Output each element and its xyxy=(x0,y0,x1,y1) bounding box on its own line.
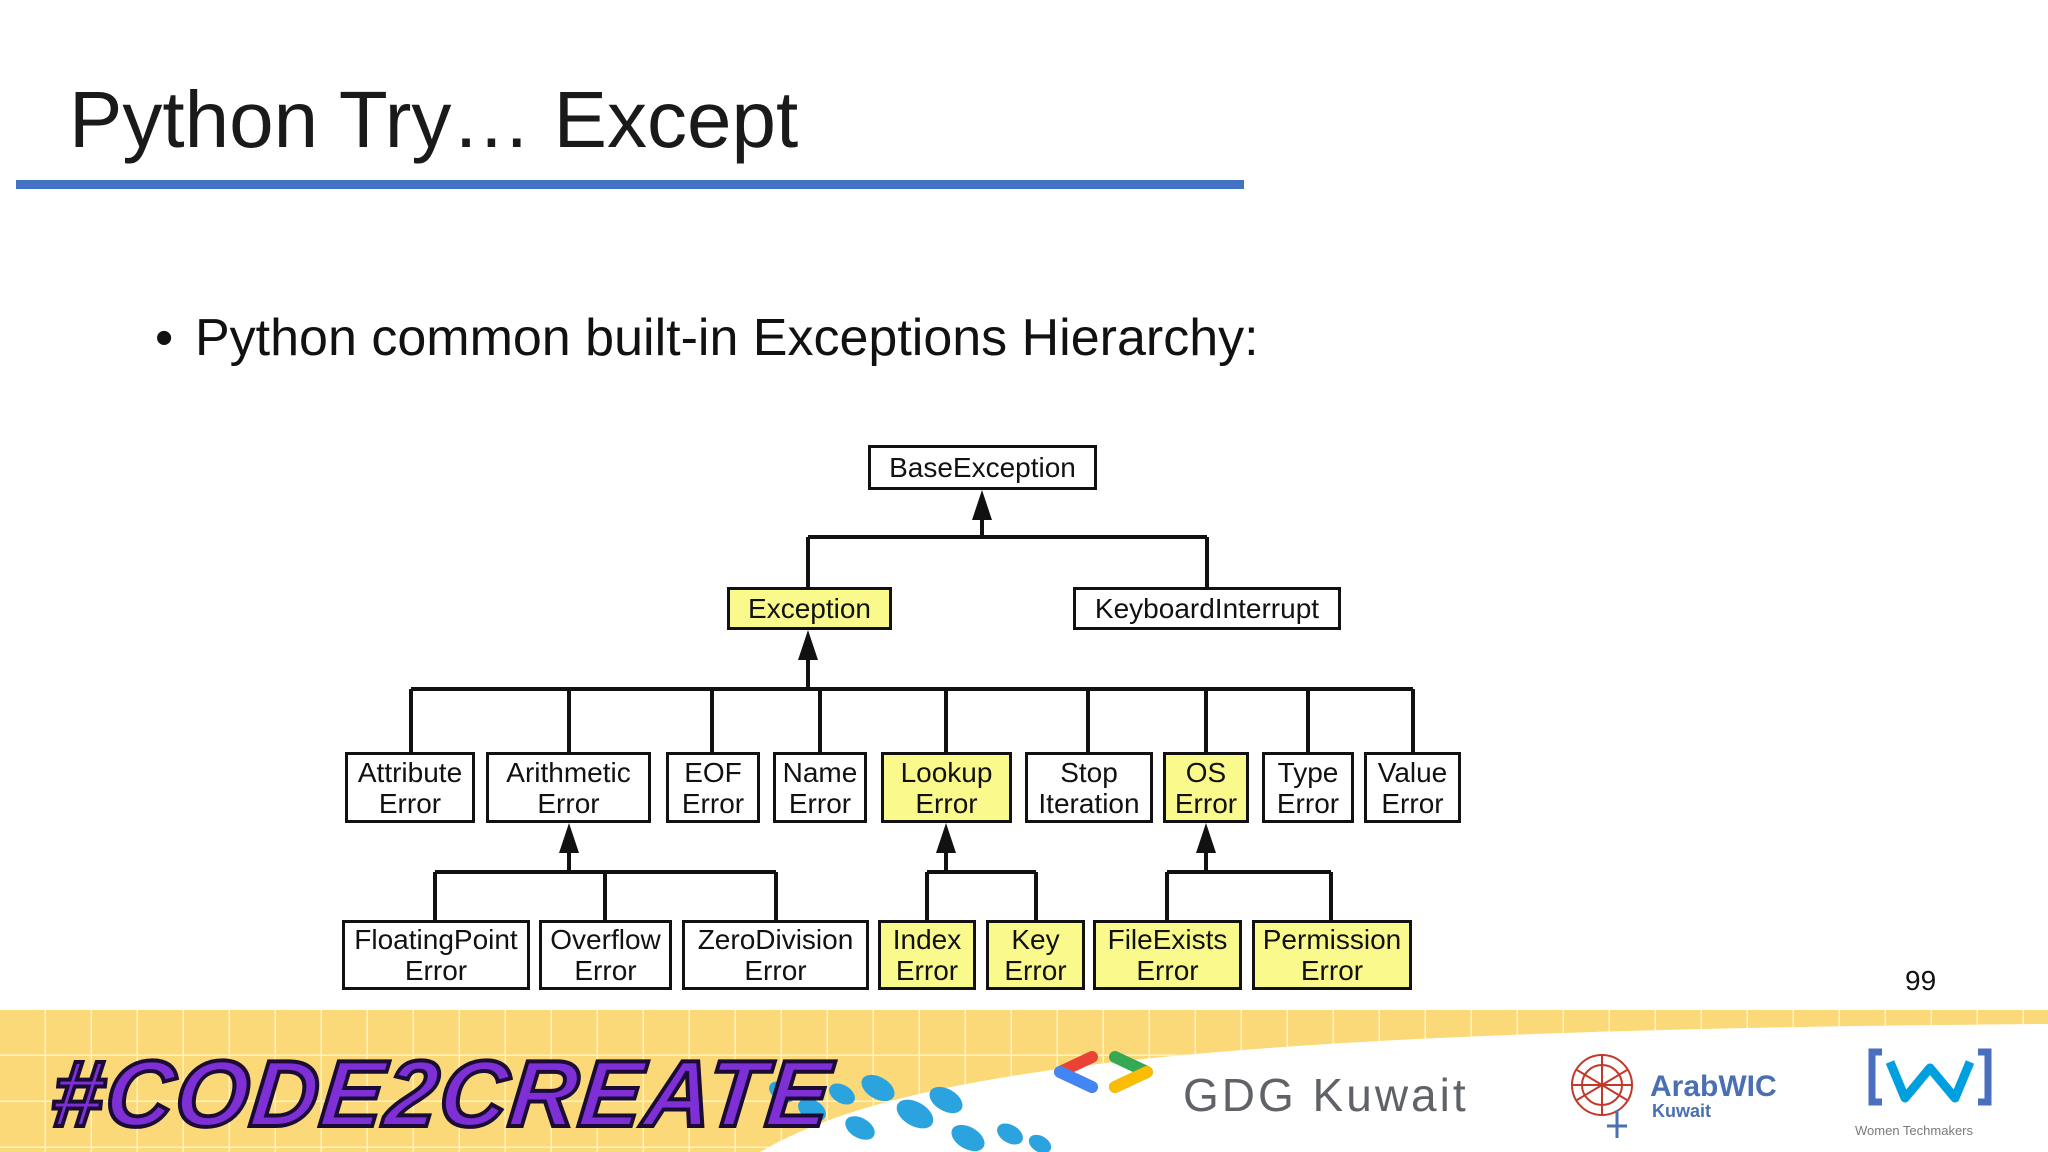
node-base-exception: BaseException xyxy=(868,445,1097,490)
node-label-line1: Overflow xyxy=(550,924,661,955)
node-label-line2: Error xyxy=(378,787,442,819)
bullet-item: • Python common built-in Exceptions Hiera… xyxy=(155,312,1259,364)
arrowhead-icon xyxy=(936,823,956,853)
node-label-line2: Error xyxy=(1381,787,1444,819)
node-keyboard-interrupt: KeyboardInterrupt xyxy=(1073,587,1341,630)
arrowhead-icon xyxy=(1196,823,1216,853)
connector-exception xyxy=(409,660,1415,752)
node-label-line1: Name xyxy=(782,756,858,788)
footer-hashtag: #CODE2CREATE xyxy=(45,1039,840,1148)
connector-arithmetic xyxy=(433,847,778,920)
node-label-line2: Error xyxy=(1136,955,1199,986)
node-label-line1: Arithmetic xyxy=(506,756,631,788)
bullet-text: Python common built-in Exceptions Hierar… xyxy=(195,309,1259,367)
node-label-line1: Permission xyxy=(1262,924,1402,955)
node-label-line2: Error xyxy=(681,787,745,819)
node-label-line2: Iteration xyxy=(1038,787,1140,819)
node-label-line2: Error xyxy=(537,787,600,819)
connector-lookup xyxy=(925,847,1038,920)
node-label-line2: Error xyxy=(1004,955,1067,986)
node-label-line2: Error xyxy=(574,955,637,986)
arrowhead-icon xyxy=(972,490,992,520)
slide-title: Python Try… Except xyxy=(69,75,799,164)
women-techmakers-logo-icon xyxy=(1868,1048,1992,1106)
node-label-line2: Error xyxy=(744,955,807,986)
footer-banner xyxy=(0,1010,2048,1152)
node-label: KeyboardInterrupt xyxy=(1094,593,1320,624)
node-label-line2: Error xyxy=(895,955,959,986)
node-label-line2: Error xyxy=(788,787,852,819)
node-label-line1: FileExists xyxy=(1107,924,1228,955)
node-label-line1: OS xyxy=(1185,756,1227,788)
arrowhead-icon xyxy=(559,823,579,853)
node-exception: Exception xyxy=(727,587,892,630)
arabwic-name: ArabWIC xyxy=(1650,1070,1777,1103)
node-label-line1: FloatingPoint xyxy=(354,924,518,955)
arabwic-logo-icon xyxy=(1571,1054,1633,1138)
node-label-line1: Attribute xyxy=(357,756,463,788)
node-label-line1: Key xyxy=(1011,924,1060,955)
node-label-line1: Stop xyxy=(1060,756,1118,788)
node-label-line2: Error xyxy=(1276,787,1340,819)
connector-base xyxy=(806,502,1209,587)
node-label-line2: Error xyxy=(1300,955,1364,986)
node-label-line1: Type xyxy=(1277,756,1339,788)
gdg-logo-icon xyxy=(1054,1051,1153,1093)
bullet-dot-icon: • xyxy=(155,309,174,367)
node-label-line1: ZeroDivision xyxy=(697,924,854,955)
node-label-line1: Index xyxy=(892,924,962,955)
title-underline xyxy=(16,180,1244,189)
node-label-line1: EOF xyxy=(684,756,742,788)
node-label-line2: Error xyxy=(1174,787,1238,819)
node-label-line2: Error xyxy=(404,955,468,986)
node-label: Exception xyxy=(748,593,871,624)
connector-os xyxy=(1165,847,1333,920)
arabwic-sub: Kuwait xyxy=(1652,1101,1712,1121)
page-number: 99 xyxy=(1905,965,1937,996)
women-techmakers-label: Women Techmakers xyxy=(1855,1123,1974,1138)
node-label: BaseException xyxy=(889,452,1076,483)
node-label-line1: Value xyxy=(1377,756,1448,788)
arrowhead-icon xyxy=(798,630,818,660)
node-label-line1: Lookup xyxy=(900,756,993,788)
gdg-kuwait-label: GDG Kuwait xyxy=(1183,1069,1469,1121)
node-label-line2: Error xyxy=(915,787,978,819)
